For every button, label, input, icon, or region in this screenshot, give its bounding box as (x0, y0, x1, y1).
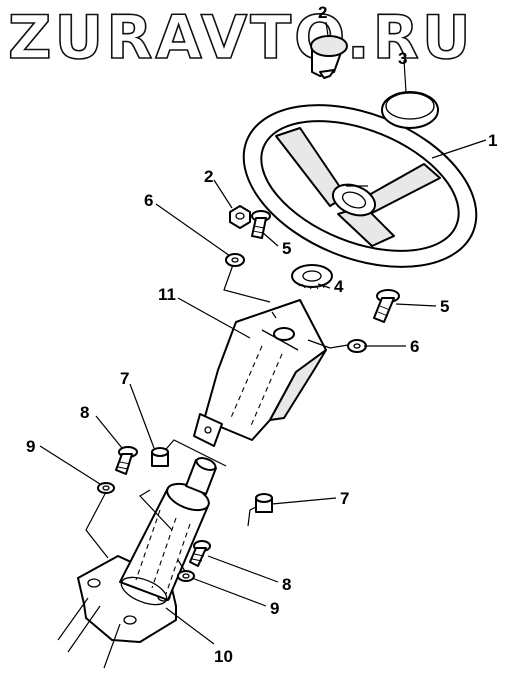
bush-7-left (151, 447, 169, 467)
bush-7-right (255, 493, 273, 513)
steering-wheel (242, 104, 478, 268)
column-shroud (193, 299, 327, 447)
steering-shaft (185, 457, 217, 495)
spring-washer-4 (291, 264, 333, 290)
callout-8-left: 8 (80, 403, 89, 422)
leader-lines (39, 21, 487, 645)
callout-2-mid: 2 (204, 167, 213, 186)
callout-8-right: 8 (282, 575, 291, 594)
washer-9-left (97, 482, 115, 494)
nut-2 (229, 205, 251, 229)
callout-11: 11 (158, 285, 176, 304)
bolt-5-left (251, 210, 271, 239)
callout-6-left: 6 (144, 191, 153, 210)
top-knob (310, 35, 348, 79)
callout-9-right: 9 (270, 599, 279, 618)
callout-7-right: 7 (340, 489, 349, 508)
washer-9-right (177, 570, 195, 582)
bolt-8-right (189, 540, 211, 567)
callout-3: 3 (398, 49, 407, 68)
bolt-5-right (373, 289, 400, 323)
callout-2-top: 2 (318, 3, 327, 22)
callout-7-left: 7 (120, 369, 129, 388)
callout-9-left: 9 (26, 437, 35, 456)
callout-4: 4 (334, 277, 344, 296)
washer-6-left (225, 253, 245, 267)
callout-labels: 2 3 1 2 6 5 4 11 5 6 7 8 9 7 8 9 10 (26, 3, 497, 666)
washer-6-right (347, 339, 367, 353)
callout-1: 1 (488, 131, 497, 150)
bolt-8-left (115, 446, 138, 475)
callout-5-left: 5 (282, 239, 291, 258)
callout-6-right: 6 (410, 337, 419, 356)
watermark-text: ZURAVTO.RU (8, 3, 474, 73)
horn-button (381, 91, 439, 129)
callout-10: 10 (214, 647, 233, 666)
callout-5-right: 5 (440, 297, 449, 316)
